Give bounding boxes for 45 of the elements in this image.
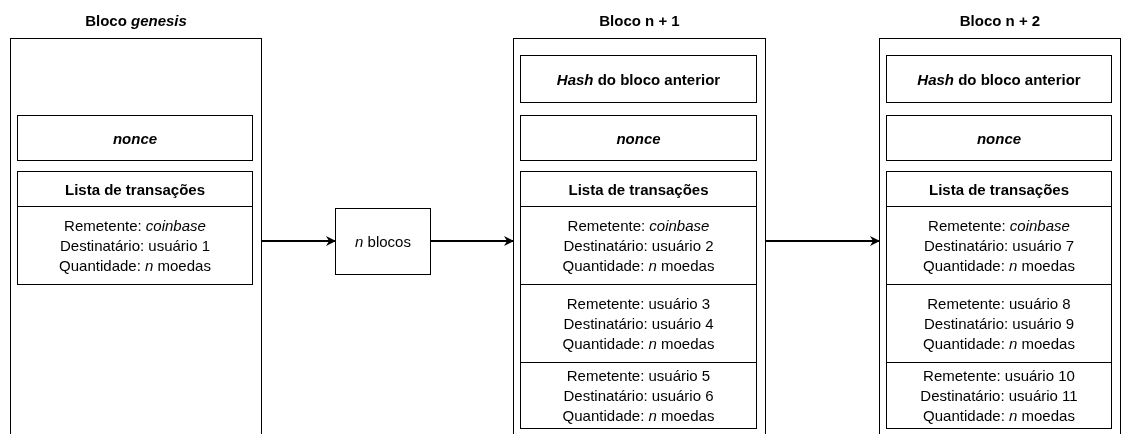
hash-label: Hash do bloco anterior xyxy=(917,70,1081,88)
block-title: Bloco n + 2 xyxy=(958,12,1042,29)
transaction-line: Quantidade: n moedas xyxy=(923,333,1075,354)
transaction-line: Destinatário: usuário 7 xyxy=(923,235,1075,256)
transaction-list xyxy=(520,171,757,429)
hash-label: Hash do bloco anterior xyxy=(556,70,721,88)
arrow xyxy=(261,236,336,246)
nonce-label: nonce xyxy=(976,129,1022,147)
transaction-line: Remetente: usuário 3 xyxy=(566,293,711,314)
transaction-line: Quantidade: n moedas xyxy=(562,255,715,276)
transaction-line: Quantidade: n moedas xyxy=(562,333,715,354)
transaction-line: Quantidade: n moedas xyxy=(923,255,1075,276)
list-heading: Lista de transações xyxy=(567,180,710,200)
transaction-list xyxy=(17,171,253,285)
transaction-line: Quantidade: n moedas xyxy=(923,405,1075,426)
nonce-box xyxy=(17,115,253,161)
transaction-list xyxy=(886,171,1112,429)
transaction-line: Remetente: coinbase xyxy=(928,215,1070,236)
transaction-line: Destinatário: usuário 11 xyxy=(920,385,1078,406)
transaction-line: Destinatário: usuário 2 xyxy=(563,235,714,256)
box-label: n blocos xyxy=(355,233,411,250)
transaction-line: Destinatário: usuário 9 xyxy=(923,313,1075,334)
transaction-line: Destinatário: usuário 6 xyxy=(563,385,714,406)
list-heading: Lista de transações xyxy=(927,180,1071,200)
transaction-line: Remetente: usuário 10 xyxy=(923,365,1075,386)
arrow xyxy=(430,236,514,246)
transaction-line: Quantidade: n moedas xyxy=(562,405,715,426)
nonce-label: nonce xyxy=(616,129,661,147)
hash-box xyxy=(520,55,757,103)
transaction-line: Remetente: usuário 5 xyxy=(566,365,711,386)
block-title: Bloco n + 1 xyxy=(598,12,681,29)
nonce-box xyxy=(886,115,1112,161)
transaction-line: Destinatário: usuário 1 xyxy=(59,235,211,256)
transaction-line: Quantidade: n moedas xyxy=(59,255,211,276)
arrow xyxy=(765,236,880,246)
list-heading: Lista de transações xyxy=(63,180,207,200)
block-title: Bloco genesis xyxy=(84,12,188,29)
transaction-line: Remetente: coinbase xyxy=(64,215,206,236)
process-box xyxy=(335,208,431,275)
nonce-label: nonce xyxy=(112,129,158,147)
hash-box xyxy=(886,55,1112,103)
transaction-line: Destinatário: usuário 4 xyxy=(563,313,714,334)
nonce-box xyxy=(520,115,757,161)
transaction-line: Remetente: usuário 8 xyxy=(927,293,1071,314)
transaction-line: Remetente: coinbase xyxy=(567,215,710,236)
